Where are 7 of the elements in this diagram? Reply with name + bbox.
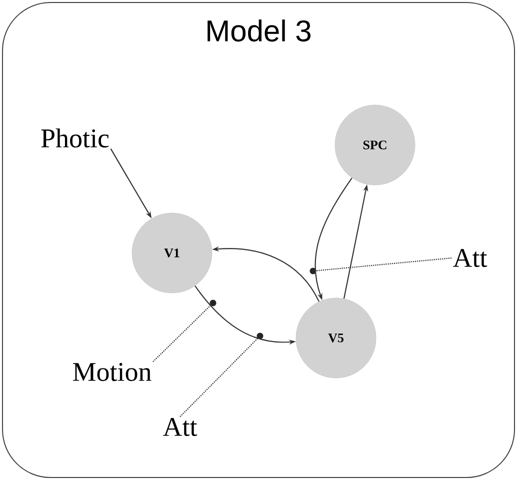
modulation-line — [152, 305, 211, 362]
input-label: Motion — [73, 362, 152, 382]
input-label: Att — [453, 248, 488, 268]
modulation-line — [316, 257, 452, 272]
input-label: Photic — [41, 128, 109, 148]
modulation-line — [180, 338, 258, 418]
input-label: Att — [163, 418, 198, 436]
